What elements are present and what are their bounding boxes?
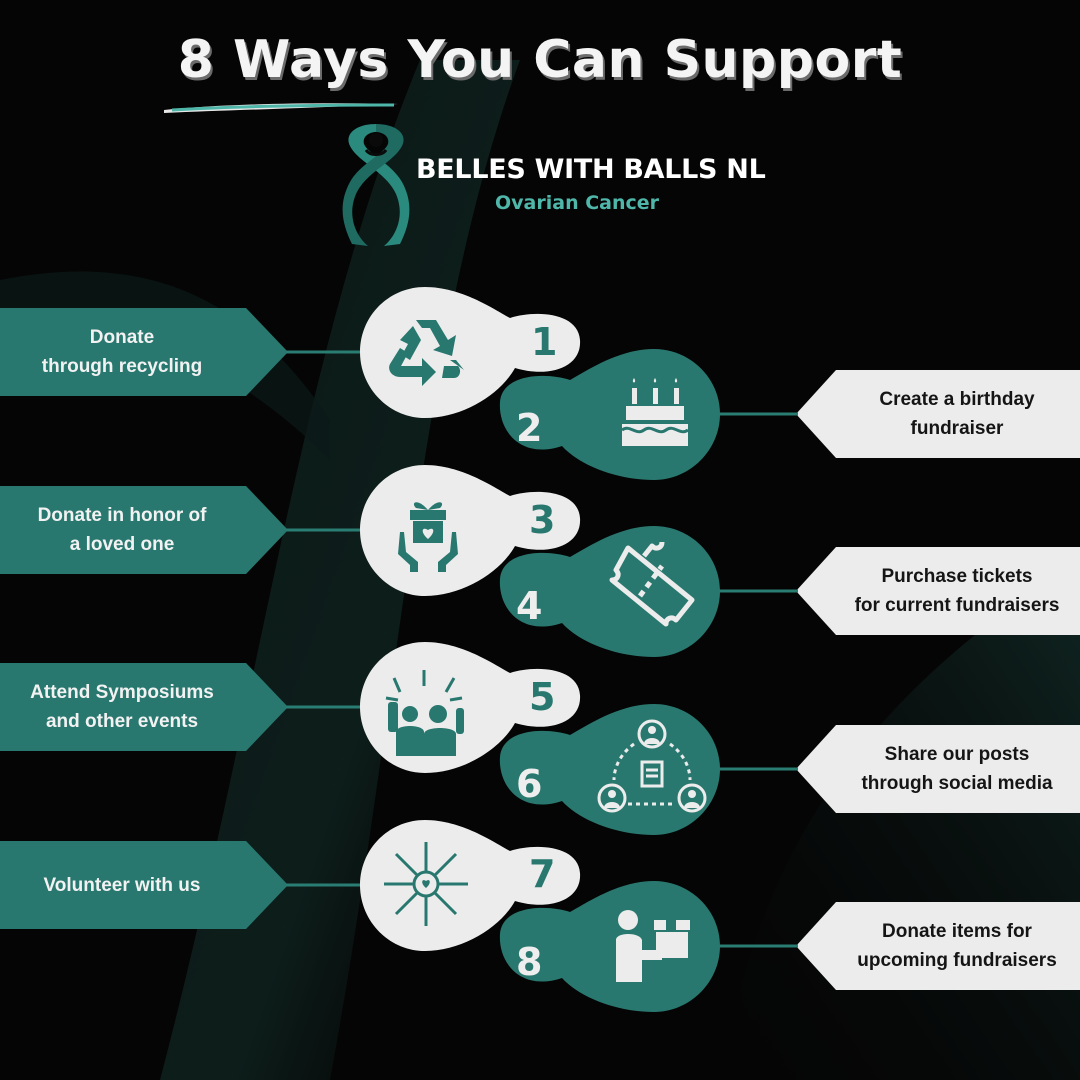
step-number-1: 1 [531,320,558,364]
step-number-7: 7 [529,852,556,896]
step-number-5: 5 [529,675,556,719]
blob-2 [499,349,720,480]
step-number-8: 8 [516,940,543,984]
brand-subtitle: Ovarian Cancer [495,192,660,214]
blob-7 [360,820,581,951]
teamwork-hands-icon [384,842,468,926]
way-6-label: Share our posts through social media [796,725,1080,813]
way-2-label: Create a birthday fundraiser [796,370,1080,458]
title-underline [164,103,398,113]
brand-name: BELLES WITH BALLS NL [416,154,766,185]
social-share-icon [597,719,707,813]
way-1-label: Donate through recycling [0,308,288,396]
way-8-label: Donate items for upcoming fundraisers [796,902,1080,990]
tickets-icon [609,541,695,627]
way-5-label: Attend Symposiums and other events [0,663,288,751]
birthday-cake-icon [621,378,689,446]
donate-box-icon [616,910,690,982]
gift-hands-icon [398,502,458,572]
connectors [286,350,798,948]
way-4-label: Purchase tickets for current fundraisers [796,547,1080,635]
blob-8 [499,881,720,1012]
way-3-label: Donate in honor of a loved one [0,486,288,574]
recycle-icon [389,320,464,386]
way-7-label: Volunteer with us [0,841,288,929]
blob-1 [360,287,581,418]
event-audience-icon [385,670,464,756]
page-title: 8 Ways You Can Support [177,30,903,90]
step-number-3: 3 [529,498,556,542]
ribbon-logo-icon [342,124,410,246]
step-number-2: 2 [516,406,543,450]
step-number-6: 6 [516,762,543,806]
step-number-4: 4 [516,584,543,628]
